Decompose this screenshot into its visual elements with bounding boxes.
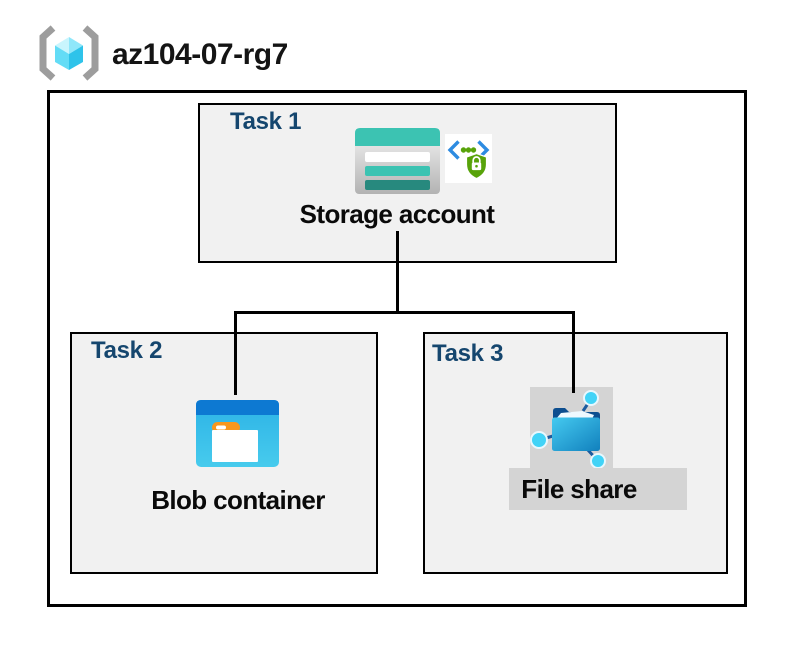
- connector-horizontal: [234, 311, 575, 314]
- connector-to-fileshare: [572, 311, 575, 393]
- blob-container-icon: [196, 400, 279, 467]
- task3-label: Task 3: [432, 340, 504, 367]
- storage-account-icon: [355, 128, 440, 194]
- storage-account-label: Storage account: [299, 199, 495, 229]
- file-share-label: File share: [521, 473, 637, 504]
- connector-to-blob: [234, 311, 237, 395]
- file-share-icon: [530, 390, 606, 469]
- blob-container-label: Blob container: [151, 485, 325, 515]
- task1-label: Task 1: [230, 108, 302, 135]
- file-share-label-highlight: File share: [509, 468, 687, 510]
- task2-label: Task 2: [91, 337, 163, 364]
- resource-group-icon: [39, 25, 99, 81]
- resource-group-name: az104-07-rg7: [112, 38, 288, 71]
- secure-endpoint-shield-icon: [445, 134, 492, 183]
- connector-storage-stem: [396, 231, 399, 314]
